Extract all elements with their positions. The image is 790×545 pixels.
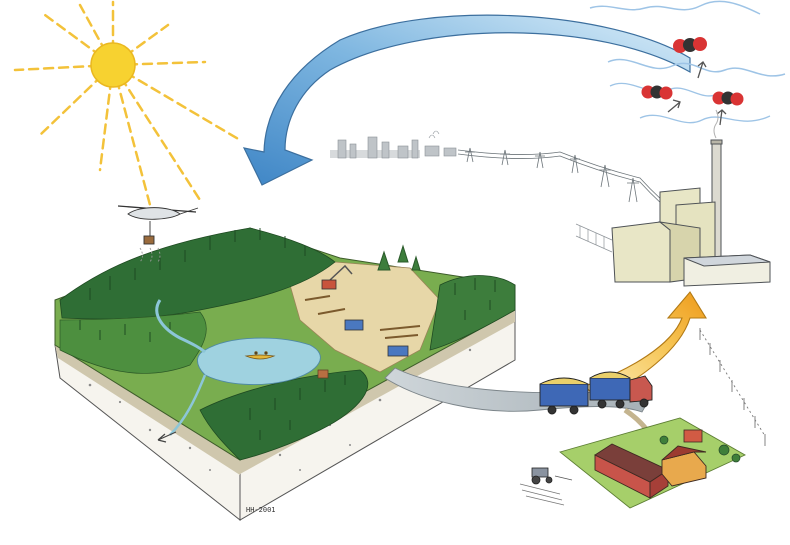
shed: [683, 429, 703, 443]
tree-texture: [79, 228, 496, 440]
stream: [155, 299, 206, 354]
canoe: [244, 351, 276, 360]
trailer-container: [539, 383, 589, 407]
barn: [594, 443, 669, 499]
co2-molecule: [673, 37, 707, 53]
forestry-machines: [321, 264, 409, 357]
tractor: [531, 467, 573, 485]
felling-trees: [377, 244, 421, 271]
lake: [197, 337, 321, 386]
co2-molecule: [712, 91, 744, 106]
co2-uptake-arrow: [242, 14, 691, 186]
timber-truck: [539, 371, 653, 415]
forest-dark-right: [429, 275, 516, 351]
logs: [304, 295, 421, 339]
fertilizer-helicopter: [117, 205, 199, 263]
outlet-stream: [169, 374, 207, 436]
plough-lines: [519, 483, 565, 506]
farm: [519, 417, 746, 509]
atmosphere: [589, 0, 786, 126]
power-lines: [457, 147, 681, 220]
farmhouse: [661, 445, 707, 487]
outflow-arrow: [157, 431, 177, 443]
forest-landscape-block: HH-2001: [54, 227, 516, 522]
power-pylons: [465, 147, 639, 203]
cabin: [317, 369, 329, 379]
logging-clearing: [289, 261, 441, 373]
truck-container: [589, 377, 631, 401]
farm-trees: [659, 435, 741, 463]
factory-fence: [575, 223, 613, 253]
emission-arrows: [667, 61, 727, 126]
artist-signature: HH-2001: [246, 506, 276, 514]
sun: [13, 0, 242, 207]
bioenergy-power-plant: [575, 109, 771, 287]
sun-rays: [13, 0, 242, 207]
sun-disc: [90, 42, 136, 88]
co2-molecule: [641, 85, 673, 100]
distant-city: [330, 130, 457, 159]
truck-cab: [629, 375, 653, 403]
fence-posts: [699, 328, 766, 446]
